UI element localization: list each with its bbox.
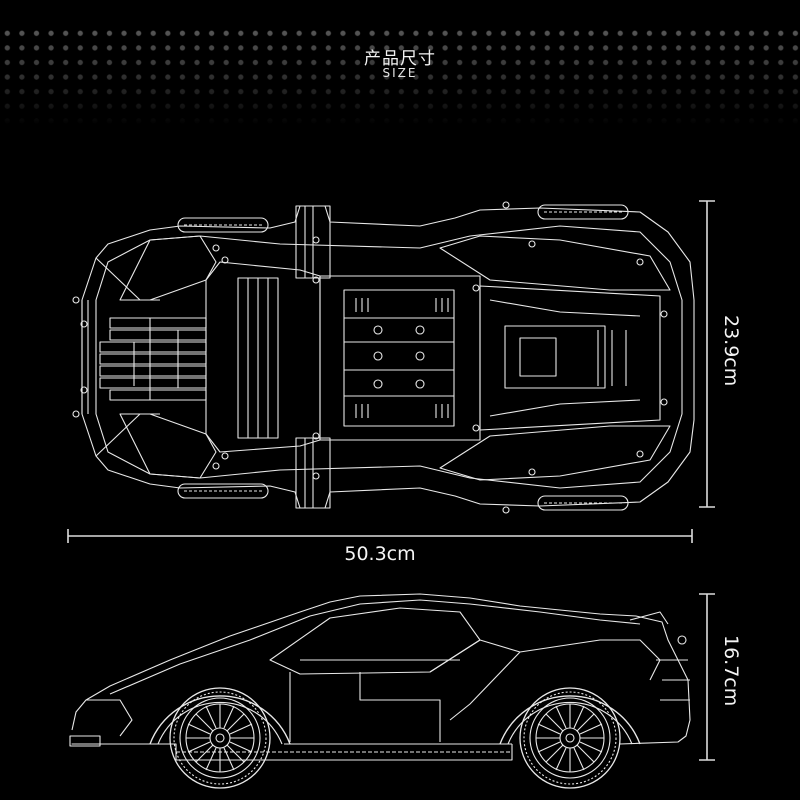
page-subtitle: SIZE	[382, 66, 418, 80]
car-side-view	[69, 593, 691, 761]
dimension-line-length	[67, 529, 693, 543]
page-title: 产品尺寸	[364, 49, 436, 69]
width-dimension-label: 23.9cm	[720, 315, 742, 387]
length-dimension-label: 50.3cm	[344, 543, 416, 565]
halftone-dot-pattern	[0, 26, 800, 126]
dimension-line-width	[699, 200, 715, 508]
dimension-line-height	[699, 593, 715, 761]
wheel-icon	[177, 204, 629, 511]
height-dimension-label: 16.7cm	[720, 635, 742, 707]
car-top-view	[72, 201, 695, 514]
rear-wheel-icon	[519, 687, 621, 789]
front-wheel-icon	[169, 687, 271, 789]
